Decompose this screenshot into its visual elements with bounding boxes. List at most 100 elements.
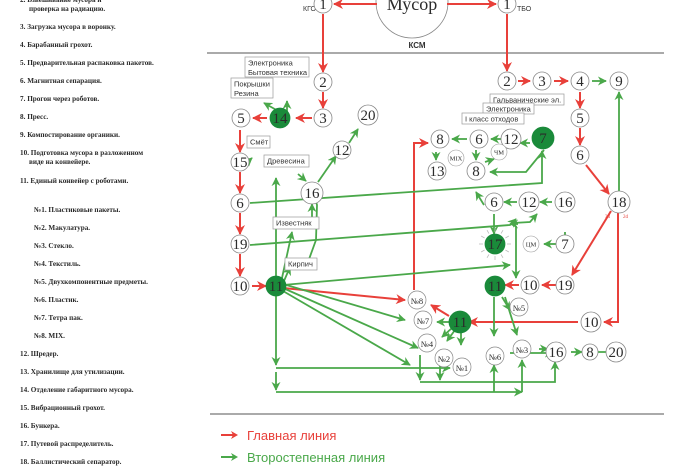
node-label: 3 bbox=[319, 111, 327, 127]
secondary-flow-arrow bbox=[317, 155, 337, 183]
source-label: Мусор bbox=[387, 0, 438, 14]
electronics-box: Электроника bbox=[482, 102, 535, 115]
process-node-9: 9 bbox=[609, 71, 629, 91]
ray bbox=[505, 235, 510, 239]
wood-box: Древесина bbox=[263, 154, 310, 168]
secondary-flow-arrow bbox=[281, 231, 295, 279]
legend-item-text: 7. Прогон через роботов. bbox=[20, 95, 100, 103]
secondary-flow-arrow bbox=[475, 191, 485, 206]
legend-item: №8. MIX. bbox=[34, 332, 65, 341]
legend-item-text: 6. Магнитная сепарация. bbox=[20, 77, 102, 85]
legend-item: 8. Пресс. bbox=[20, 113, 48, 122]
process-node-8: 8 bbox=[466, 161, 486, 181]
main-flow-arrow bbox=[413, 138, 429, 290]
secondary-flow-arrow bbox=[296, 172, 307, 182]
red-arrow-icon bbox=[221, 428, 239, 443]
main-flow-arrow bbox=[571, 210, 612, 276]
process-node-8: 8 bbox=[581, 343, 599, 361]
legend-item: №7. Тетра пак. bbox=[34, 314, 83, 323]
node-label: 2 bbox=[503, 74, 511, 90]
legend-item-text: 15. Вибрационный грохот. bbox=[20, 404, 105, 412]
green-arrow-icon bbox=[221, 450, 239, 465]
legend-item-text: 11. Единый конвейер с роботами. bbox=[20, 177, 129, 185]
main-flow-arrow bbox=[430, 304, 450, 317]
bin-node: №8 bbox=[407, 290, 427, 310]
ballistic-out-right-label: 2d bbox=[623, 215, 629, 220]
legend-item-text: №1. Пластиковые пакеты. bbox=[34, 206, 121, 214]
process-node-16: 16 bbox=[545, 341, 567, 363]
legend-item-text: 2. Взвешивание мусора и bbox=[20, 0, 102, 4]
secondary-flow-arrow bbox=[420, 361, 560, 383]
legend-item-text: 13. Хранилище для утилизации. bbox=[20, 368, 125, 376]
node-label: 6 bbox=[576, 148, 584, 164]
node-label: 11 bbox=[453, 315, 467, 331]
bin-node: №3 bbox=[512, 339, 532, 359]
main-flow-arrow bbox=[603, 211, 619, 327]
node-label: 6 bbox=[475, 132, 483, 148]
legend-item: 12. Шредер. bbox=[20, 350, 58, 359]
node-label: 10 bbox=[584, 315, 599, 331]
process-node-7: 7 bbox=[555, 234, 575, 254]
process-node-16: 16 bbox=[300, 181, 324, 205]
node-label: 13 bbox=[430, 164, 445, 180]
legend-item: 11. Единый конвейер с роботами. bbox=[20, 177, 128, 186]
process-node-13: 13 bbox=[427, 161, 447, 181]
secondary-flow-arrow bbox=[249, 150, 547, 204]
legend-item-text: №6. Пластик. bbox=[34, 296, 79, 304]
legend-item-text: №7. Тетра пак. bbox=[34, 314, 83, 322]
secondary-flow-arrow bbox=[282, 290, 411, 366]
node-label: 16 bbox=[305, 186, 321, 202]
bin-node: №4 bbox=[417, 333, 437, 353]
node-17-rays bbox=[479, 228, 511, 260]
secondary-flow-arrow bbox=[446, 329, 456, 342]
electronics-box-text: Электроника bbox=[486, 105, 532, 114]
svg-text:ЧМ: ЧМ bbox=[494, 150, 504, 157]
legend-item-continuation: виде на конвейере. bbox=[29, 158, 91, 166]
legend-item: 18. Баллистический сепаратор. bbox=[20, 458, 121, 467]
node-label: 20 bbox=[361, 108, 376, 124]
bin-node-label: №4 bbox=[421, 339, 434, 349]
node-label: 8 bbox=[586, 345, 594, 361]
process-node-6: 6 bbox=[484, 192, 504, 212]
legend-item-continuation: проверка на радиацию. bbox=[29, 5, 106, 13]
electronics-appliances-box-text: Бытовая техника bbox=[248, 68, 308, 77]
node-label: 11 bbox=[488, 279, 502, 295]
node-label: 12 bbox=[335, 143, 350, 159]
node-label: 9 bbox=[615, 74, 623, 90]
secondary-flow-arrow bbox=[348, 128, 359, 144]
tires-rubber-box-text: Резина bbox=[234, 89, 259, 98]
ray bbox=[486, 254, 490, 259]
node-label: 1 bbox=[319, 0, 327, 13]
legend-item: 14. Отделение габаритного мусора. bbox=[20, 386, 134, 395]
process-node-6: 6 bbox=[469, 129, 489, 149]
legend-item-text: 17. Путевой распределитель. bbox=[20, 440, 114, 448]
process-node-1: 1 bbox=[497, 0, 517, 14]
process-node-12: 12 bbox=[500, 128, 522, 150]
node-label: 4 bbox=[576, 74, 584, 90]
node-label: 8 bbox=[436, 132, 444, 148]
legend-item: 3. Загрузка мусора в воронку. bbox=[20, 23, 116, 32]
node-label: 11 bbox=[269, 279, 283, 295]
node-label: 12 bbox=[522, 195, 537, 211]
legend-item-text: №2. Макулатура. bbox=[34, 224, 91, 232]
secondary-flow-arrow bbox=[512, 213, 538, 224]
process-node-10: 10 bbox=[230, 276, 250, 296]
secondary-flow-arrow bbox=[504, 296, 519, 336]
secondary-flow-arrow bbox=[489, 149, 545, 177]
tires-rubber-box-text: Покрышки bbox=[234, 80, 270, 89]
node-label: 6 bbox=[236, 196, 244, 212]
tsm-label: ЦМ bbox=[522, 235, 540, 253]
legend-item: №6. Пластик. bbox=[34, 296, 78, 305]
bin-node: №2 bbox=[434, 348, 454, 368]
secondary-flow-arrow bbox=[282, 283, 406, 323]
ray bbox=[500, 229, 504, 234]
node-label: 19 bbox=[558, 278, 573, 294]
process-node-19: 19 bbox=[230, 234, 250, 254]
node-label: 18 bbox=[612, 195, 627, 211]
